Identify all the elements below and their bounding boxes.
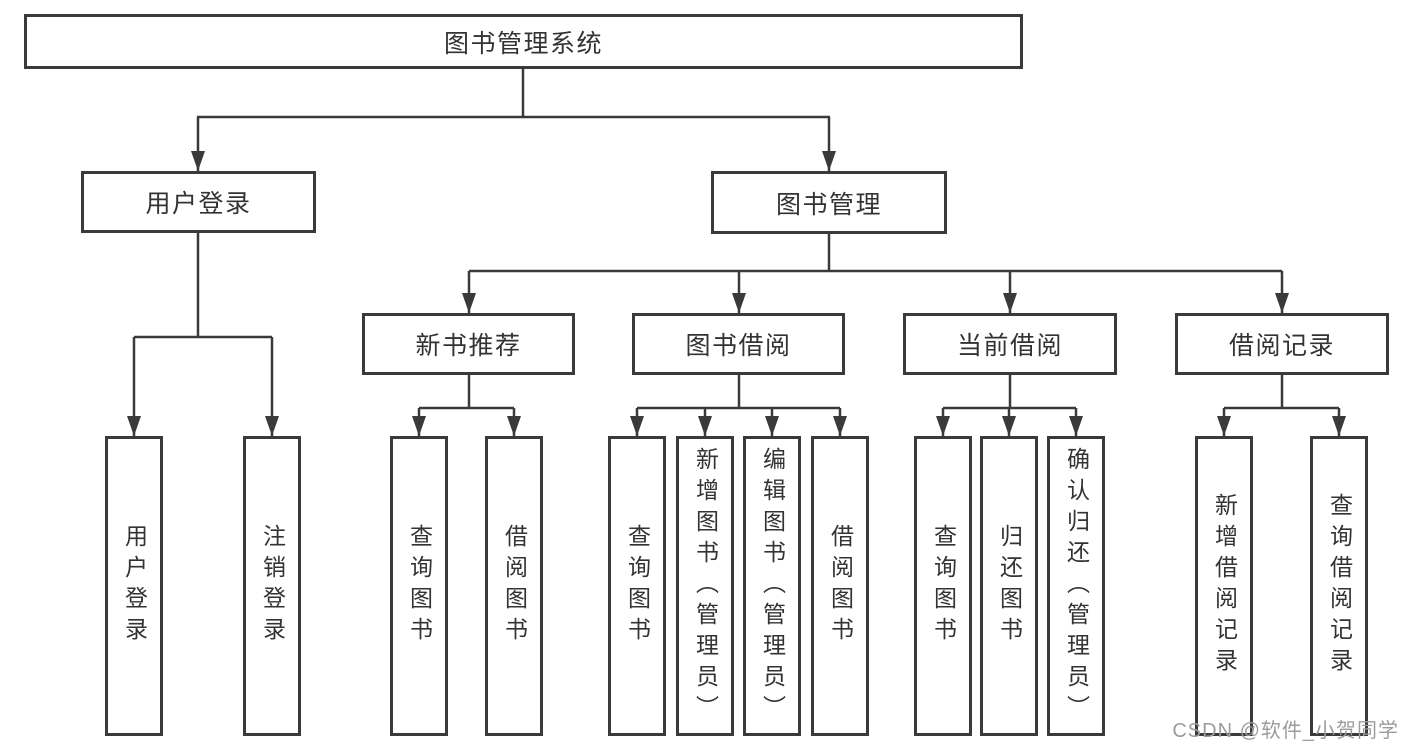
node-label: 图书管理 — [775, 190, 882, 219]
connector-borrow-to-leaves — [630, 375, 847, 436]
node-label: 图书管理系统 — [443, 29, 603, 58]
node-label: 用户登录 — [145, 190, 252, 218]
node-label: 确认归还（管理员） — [1063, 446, 1090, 726]
connector-records-to-leaves — [1217, 375, 1346, 436]
node-current-borrow: 当前借阅 — [903, 313, 1117, 375]
connector-current-to-leaves — [936, 375, 1083, 436]
node-label: 归还图书 — [996, 524, 1023, 648]
connector-login-to-leaves — [127, 233, 279, 436]
leaf-logout: 注销登录 — [243, 436, 301, 736]
node-label: 新增借阅记录 — [1211, 493, 1238, 679]
leaf-current-confirm-return-admin: 确认归还（管理员） — [1047, 436, 1105, 736]
node-label: 查询图书 — [624, 524, 651, 648]
leaf-current-return-books: 归还图书 — [980, 436, 1038, 736]
node-book-borrow: 图书借阅 — [632, 313, 845, 375]
watermark-text: CSDN @软件_小贺同学 — [1172, 720, 1399, 742]
leaf-borrow-borrow-books: 借阅图书 — [811, 436, 869, 736]
node-label: 借阅记录 — [1228, 332, 1335, 360]
node-label: 编辑图书（管理员） — [759, 446, 786, 726]
node-book-management: 图书管理 — [711, 171, 947, 234]
leaf-recommend-borrow-books: 借阅图书 — [485, 436, 543, 736]
leaf-recommend-query-books: 查询图书 — [390, 436, 448, 736]
node-library-management-system: 图书管理系统 — [24, 14, 1023, 69]
leaf-borrow-add-books-admin: 新增图书（管理员） — [676, 436, 734, 736]
node-label: 当前借阅 — [956, 332, 1063, 360]
leaf-user-login: 用户登录 — [105, 436, 163, 736]
node-new-book-recommend: 新书推荐 — [362, 313, 575, 375]
connector-recommend-to-leaves — [412, 375, 521, 436]
leaf-records-query-record: 查询借阅记录 — [1310, 436, 1368, 736]
connector-root-to-level1 — [191, 69, 836, 171]
node-label: 查询借阅记录 — [1326, 493, 1353, 679]
node-label: 新增图书（管理员） — [692, 446, 719, 726]
connector-manage-to-level2 — [462, 234, 1289, 313]
leaf-borrow-edit-books-admin: 编辑图书（管理员） — [743, 436, 801, 736]
node-label: 借阅图书 — [827, 524, 854, 648]
node-label: 查询图书 — [930, 524, 957, 648]
node-label: 图书借阅 — [685, 332, 792, 360]
leaf-borrow-query-books: 查询图书 — [608, 436, 666, 736]
node-label: 注销登录 — [259, 524, 286, 648]
node-label: 用户登录 — [121, 524, 148, 648]
node-user-login: 用户登录 — [81, 171, 316, 233]
node-label: 新书推荐 — [415, 332, 522, 360]
leaf-current-query-books: 查询图书 — [914, 436, 972, 736]
node-label: 查询图书 — [406, 524, 433, 648]
leaf-records-add-record: 新增借阅记录 — [1195, 436, 1253, 736]
node-label: 借阅图书 — [501, 524, 528, 648]
node-borrow-records: 借阅记录 — [1175, 313, 1389, 375]
